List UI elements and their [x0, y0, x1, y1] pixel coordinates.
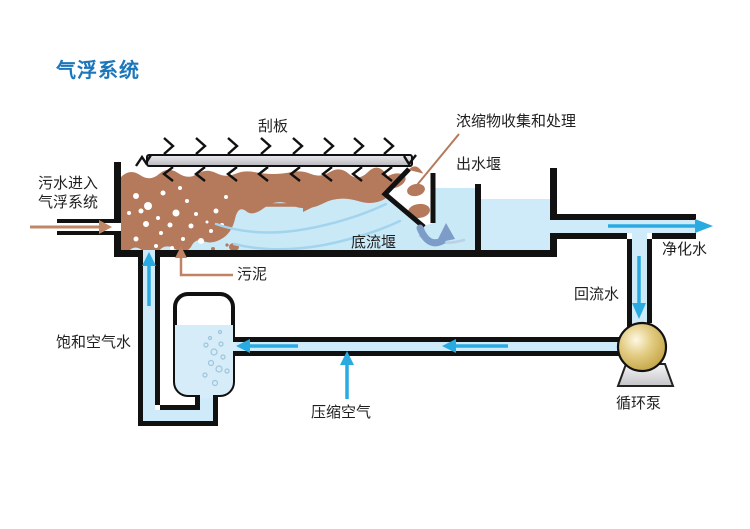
- sludge-label: 污泥: [237, 266, 268, 283]
- outlet-weir-wall: [475, 184, 481, 250]
- pump-body: [616, 321, 668, 373]
- saturated-water-arrow: [142, 252, 156, 266]
- scraper-blades: [135, 137, 417, 182]
- saturated-air-water-label: 饱和空气水: [56, 334, 132, 351]
- underflow-arrow: [416, 223, 455, 247]
- return-water-label: 回流水: [574, 286, 620, 303]
- purified-water-arrow: [695, 219, 713, 233]
- inflow-arrow: [99, 220, 112, 234]
- compressed-air-label: 压缩空气: [311, 404, 372, 421]
- inflow-label: 污水进入 气浮系统: [38, 175, 99, 211]
- sludge-flow-arrow: [303, 198, 317, 212]
- purified-water-label: 净化水: [662, 241, 708, 258]
- underflow-weir-label: 底流堰: [351, 234, 397, 251]
- scraper-label: 刮板: [258, 118, 289, 135]
- cyan-flow-arrows: [142, 219, 713, 399]
- return-water-arrow: [632, 303, 646, 319]
- air-bubbles: [127, 186, 228, 250]
- concentrate-leader-line: [416, 133, 460, 186]
- sludge-leader-line: [179, 256, 233, 277]
- concentrate-label: 浓缩物收集和处理: [456, 113, 577, 130]
- vessel-bubbles: [202, 329, 230, 387]
- leader-lines: [175, 133, 460, 277]
- tank-walls: [57, 162, 696, 426]
- saturation-vessel: [173, 292, 237, 398]
- compressed-air-arrow: [340, 351, 354, 365]
- scraper-assembly: [135, 137, 417, 182]
- page-title: 气浮系统: [56, 60, 140, 82]
- circulation-pump: [616, 321, 675, 387]
- circulation-pump-label: 循环泵: [616, 395, 662, 412]
- brown-flow-arrows: [30, 198, 317, 234]
- outlet-weir-label: 出水堰: [456, 156, 502, 173]
- flow-arrows: [30, 133, 713, 399]
